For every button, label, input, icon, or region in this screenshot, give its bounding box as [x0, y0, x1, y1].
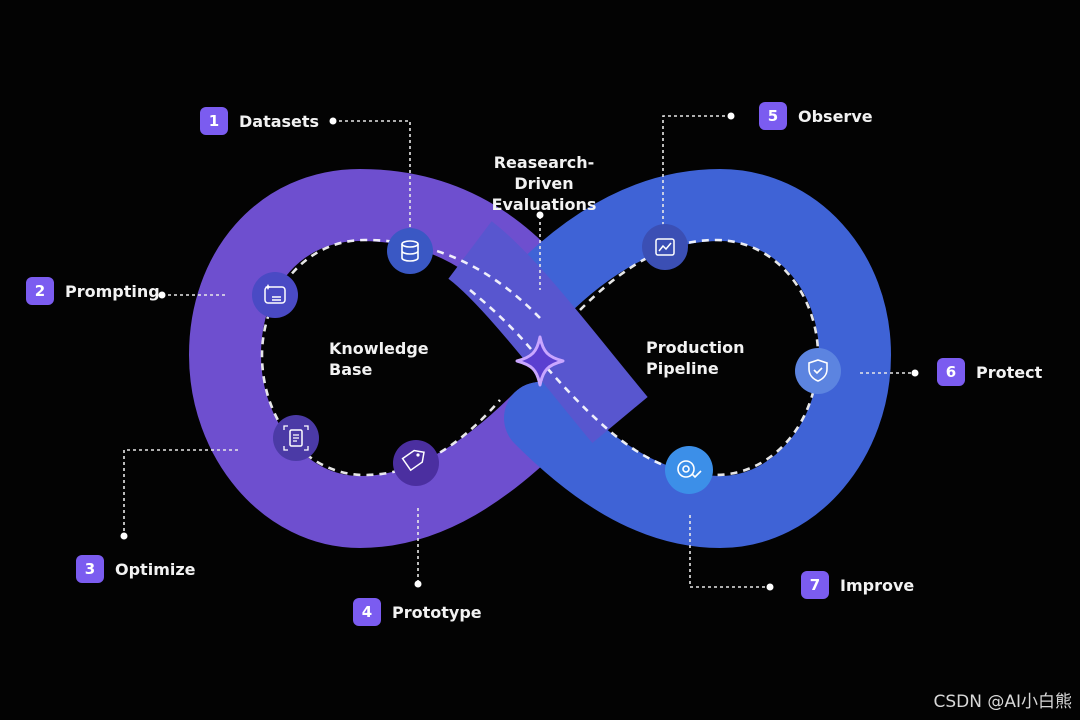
production-pipeline-line2: Pipeline	[646, 359, 719, 378]
step-label: Protect	[976, 362, 1043, 382]
step-number-badge: 5	[759, 102, 787, 130]
production-pipeline-line1: Production	[646, 338, 745, 357]
step-number-badge: 4	[353, 598, 381, 626]
connector-lines	[123, 115, 914, 588]
step-label: Datasets	[239, 111, 320, 131]
step-optimize[interactable]: 3 Optimize	[76, 555, 196, 583]
watermark: CSDN @AI小白熊	[933, 692, 1072, 712]
tag-icon[interactable]	[393, 440, 439, 486]
knowledge-base-line1: Knowledge	[329, 339, 429, 358]
step-observe[interactable]: 5 Observe	[759, 102, 873, 130]
evaluations-line2: Evaluations	[491, 195, 597, 214]
step-number-badge: 6	[937, 358, 965, 386]
evaluations-label: Reasearch-Driven Evaluations	[473, 152, 615, 215]
step-label: Observe	[798, 106, 873, 126]
step-label: Optimize	[115, 559, 196, 579]
target-check-icon[interactable]	[665, 446, 713, 494]
shield-check-icon[interactable]	[795, 348, 841, 394]
knowledge-base-label: Knowledge Base	[329, 338, 429, 380]
step-number-badge: 3	[76, 555, 104, 583]
step-number-badge: 7	[801, 571, 829, 599]
step-number-badge: 2	[26, 277, 54, 305]
step-label: Prompting	[65, 281, 160, 301]
step-datasets[interactable]: 1 Datasets	[200, 107, 319, 135]
production-pipeline-label: Production Pipeline	[646, 337, 744, 379]
step-prototype[interactable]: 4 Prototype	[353, 598, 482, 626]
connector-dots	[120, 112, 919, 591]
infinity-band	[188, 168, 892, 549]
step-number-badge: 1	[200, 107, 228, 135]
step-label: Prototype	[392, 602, 482, 622]
evaluations-line1: Reasearch-Driven	[493, 153, 595, 193]
sparkle-star-icon[interactable]	[515, 335, 565, 387]
document-scan-icon[interactable]	[273, 415, 319, 461]
step-improve[interactable]: 7 Improve	[801, 571, 914, 599]
knowledge-base-line2: Base	[329, 360, 373, 379]
step-prompting[interactable]: 2 Prompting	[26, 277, 160, 305]
step-label: Improve	[840, 575, 915, 595]
prompt-sparkle-icon[interactable]	[252, 272, 298, 318]
database-icon[interactable]	[387, 228, 433, 274]
chart-icon[interactable]	[642, 224, 688, 270]
step-protect[interactable]: 6 Protect	[937, 358, 1042, 386]
